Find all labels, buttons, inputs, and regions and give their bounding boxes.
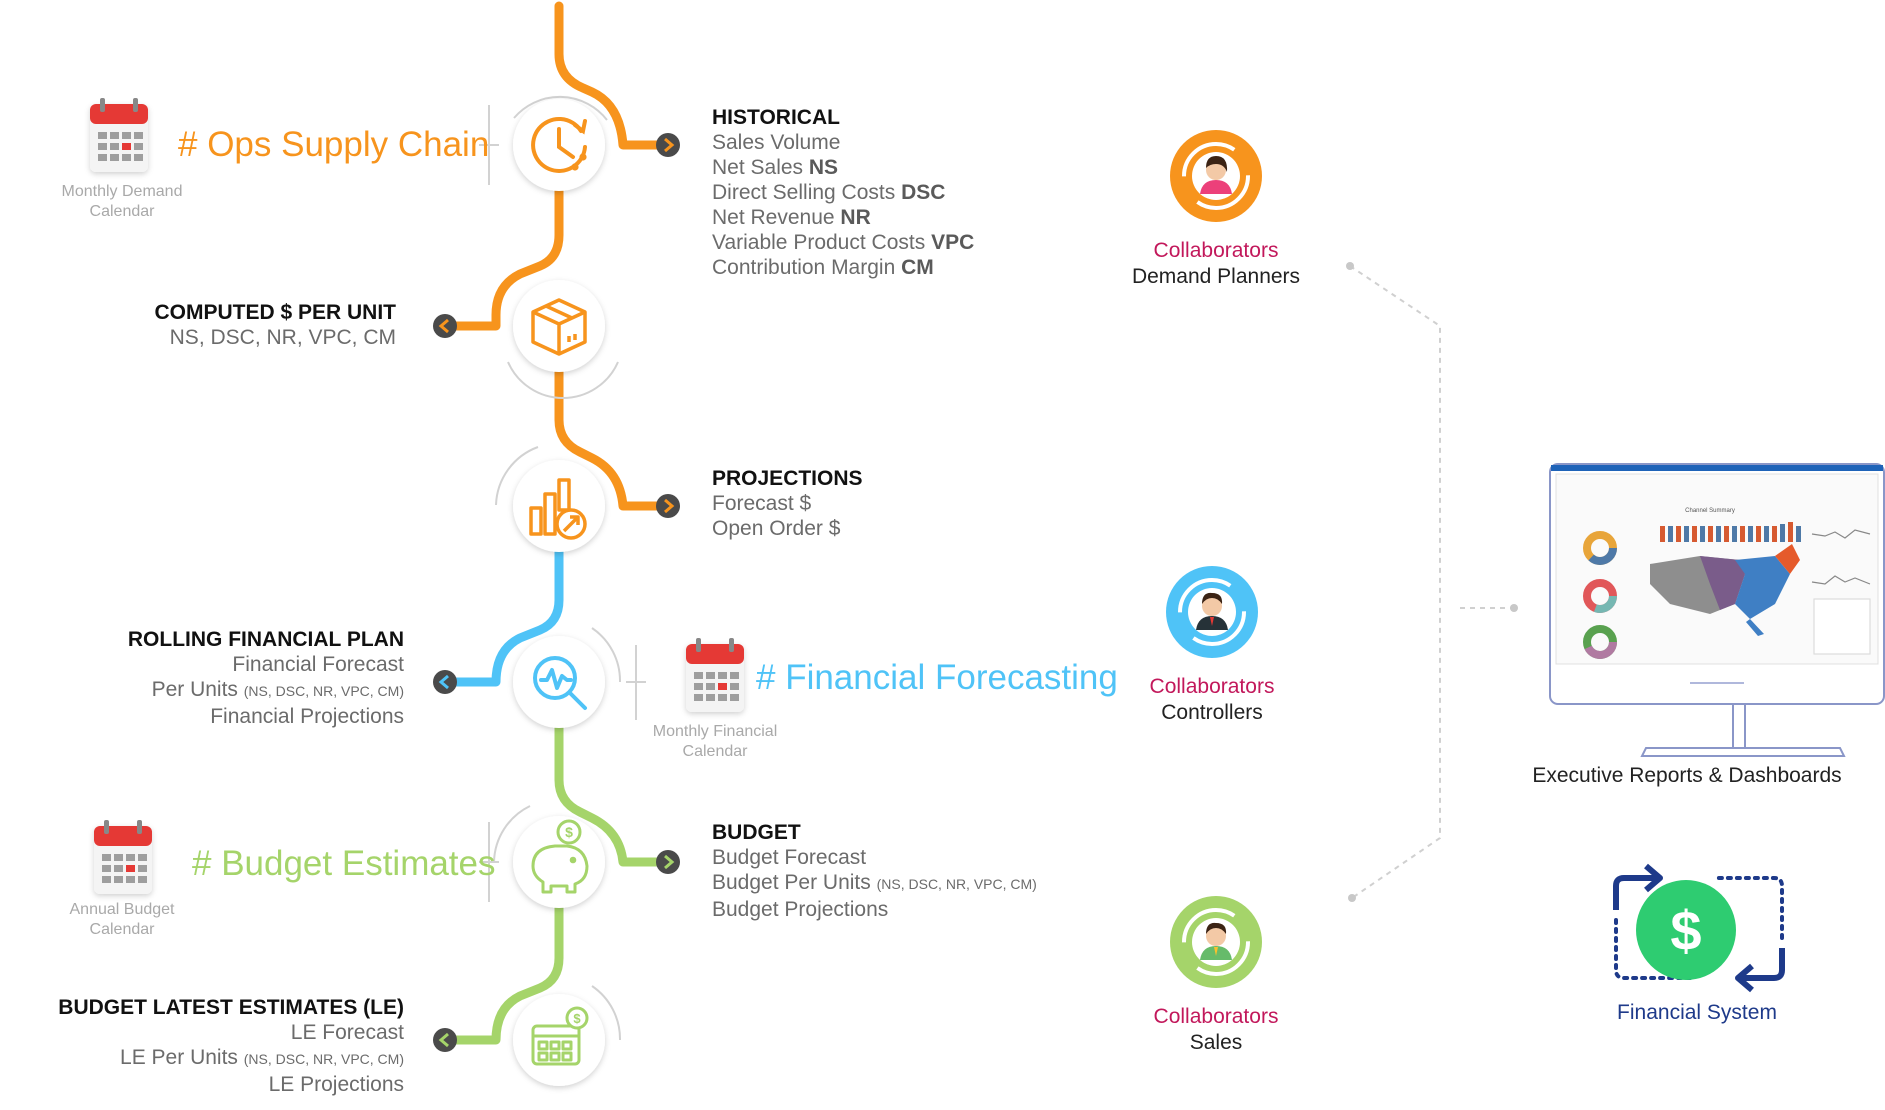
chevron-right-icon <box>656 133 680 157</box>
collaborator-badge-controllers <box>1166 566 1258 658</box>
collaborator-sales: Collaborators Sales <box>1153 1005 1279 1054</box>
node-rolling <box>513 636 605 728</box>
collaborator-demand: Collaborators Demand Planners <box>1131 239 1301 288</box>
connector-dot <box>1346 262 1354 270</box>
dashboard-bars <box>1660 522 1801 542</box>
step-title: PROJECTIONS <box>712 467 863 490</box>
step-budget: BUDGET Budget Forecast Budget Per Units … <box>712 821 1037 921</box>
step-historical: HISTORICAL Sales Volume Net Sales NS Dir… <box>712 106 975 279</box>
package-icon <box>531 298 587 356</box>
step-title: BUDGET LATEST ESTIMATES (LE) <box>58 996 404 1019</box>
calendar-icon <box>94 820 152 894</box>
dashboard-donuts <box>1583 531 1617 659</box>
calculator-icon: $ <box>531 1006 589 1066</box>
clock-icon <box>531 116 587 173</box>
timeline-path <box>442 1 671 1045</box>
svg-text:$: $ <box>1670 899 1701 962</box>
phase-hashtag-bud: # Budget Estimates <box>192 844 496 883</box>
step-title: COMPUTED $ PER UNIT <box>154 301 396 324</box>
magnifier-icon <box>533 656 587 710</box>
collaborator-controllers: Collaborators Controllers <box>1149 675 1275 724</box>
node-projections <box>513 460 605 552</box>
chevron-left-icon <box>433 1028 457 1052</box>
person-icon <box>1200 156 1232 194</box>
step-title: BUDGET <box>712 821 801 844</box>
connector-dot <box>1510 604 1518 612</box>
node-computed <box>513 280 605 372</box>
dashboard-title: Channel Summary <box>1685 508 1735 514</box>
step-title: HISTORICAL <box>712 106 840 129</box>
phase-hashtag-ops: # Ops Supply Chain <box>178 125 490 164</box>
step-computed: COMPUTED $ PER UNIT NS, DSC, NR, VPC, CM <box>154 301 396 349</box>
collaborator-badge-sales <box>1170 896 1262 988</box>
dashed-connectors <box>1349 265 1512 899</box>
step-le: BUDGET LATEST ESTIMATES (LE) LE Forecast… <box>58 996 404 1096</box>
node-le: $ <box>513 994 605 1086</box>
step-rolling: ROLLING FINANCIAL PLAN Financial Forecas… <box>127 628 404 728</box>
node-arcs <box>479 95 646 1041</box>
connector-dot <box>1348 894 1356 902</box>
financial-system-icon: $ <box>1613 863 1785 993</box>
node-historical <box>513 99 605 191</box>
node-budget: $ <box>513 816 605 908</box>
dashboard-label: Executive Reports & Dashboards <box>1532 764 1842 787</box>
chevron-right-icon <box>656 850 680 874</box>
dashboard-monitor: Channel Summary <box>1549 463 1885 757</box>
chevron-left-icon <box>433 670 457 694</box>
dashboard-sparklines <box>1811 529 1871 655</box>
svg-text:$: $ <box>565 824 573 840</box>
monitor-stand <box>1640 747 1846 757</box>
calendar-icon <box>90 98 148 172</box>
arrow-knobs <box>433 133 680 1052</box>
svg-text:$: $ <box>573 1011 581 1026</box>
step-projections: PROJECTIONS Forecast $ Open Order $ <box>712 467 863 540</box>
chevron-right-icon <box>656 494 680 518</box>
phase-hashtag-fin: # Financial Forecasting <box>756 658 1118 697</box>
bar-chart-icon <box>529 478 587 540</box>
collaborator-badge-demand <box>1170 130 1262 222</box>
person-icon <box>1200 922 1232 960</box>
step-title: ROLLING FINANCIAL PLAN <box>127 628 404 651</box>
financial-system-label: Financial System <box>1617 1001 1777 1024</box>
dashboard-map <box>1650 544 1800 636</box>
piggy-bank-icon: $ <box>531 819 589 894</box>
chevron-left-icon <box>433 314 457 338</box>
person-icon <box>1196 592 1228 630</box>
calendar-icon <box>686 638 744 712</box>
